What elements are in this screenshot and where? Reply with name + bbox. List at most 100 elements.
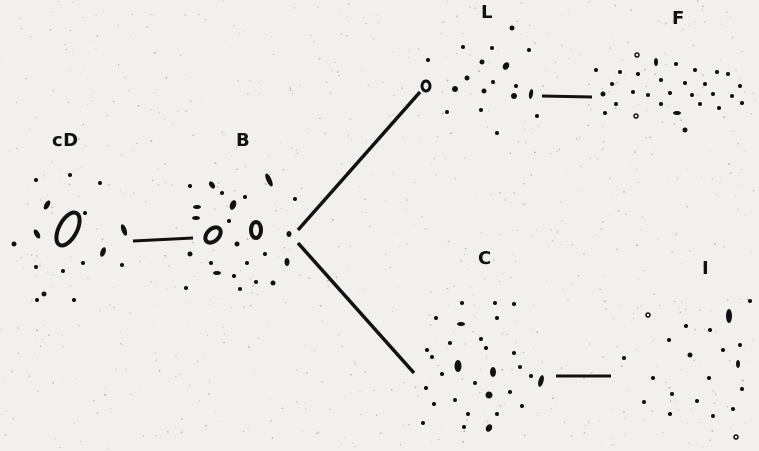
speckle-dot bbox=[506, 333, 509, 336]
speckle-dot bbox=[720, 17, 722, 19]
speckle-dot bbox=[179, 373, 181, 375]
speckle-dot bbox=[447, 1, 449, 3]
speckle-dot bbox=[421, 388, 423, 390]
speckle-dot bbox=[537, 411, 539, 413]
speckle-dot bbox=[701, 86, 704, 88]
speckle-dot bbox=[252, 239, 254, 241]
speckle-dot bbox=[25, 77, 27, 80]
galaxy bbox=[703, 82, 707, 86]
speckle-dot bbox=[212, 249, 214, 252]
speckle-dot bbox=[587, 368, 589, 370]
speckle-dot bbox=[561, 219, 563, 222]
speckle-dot bbox=[596, 158, 598, 160]
galaxy bbox=[34, 178, 38, 182]
speckle-dot bbox=[499, 18, 500, 20]
speckle-dot bbox=[363, 290, 365, 292]
speckle-dot bbox=[686, 168, 688, 170]
speckle-dot bbox=[460, 259, 462, 262]
speckle-dot bbox=[735, 69, 737, 71]
speckle-dot bbox=[578, 136, 581, 139]
speckle-dot bbox=[614, 4, 616, 7]
speckle-dot bbox=[697, 94, 699, 96]
speckle-dot bbox=[43, 324, 45, 326]
speckle-dot bbox=[546, 279, 548, 281]
speckle-dot bbox=[290, 147, 293, 149]
speckle-dot bbox=[575, 252, 577, 254]
speckle-dot bbox=[643, 420, 645, 422]
galaxy bbox=[683, 81, 687, 85]
i-group bbox=[622, 299, 752, 440]
speckle-dot bbox=[630, 9, 633, 12]
speckle-dot bbox=[263, 183, 266, 185]
speckle-dot bbox=[480, 272, 482, 274]
speckle-dot bbox=[645, 242, 647, 243]
speckle-dot bbox=[589, 157, 591, 159]
speckle-dot bbox=[137, 292, 138, 293]
speckle-dot bbox=[752, 92, 754, 94]
speckle-dot bbox=[701, 9, 704, 12]
speckle-dot bbox=[109, 304, 111, 306]
speckle-dot bbox=[739, 215, 741, 217]
speckle-dot bbox=[632, 318, 635, 320]
speckle-dot bbox=[22, 268, 24, 270]
galaxy bbox=[466, 412, 470, 416]
speckle-dot bbox=[499, 404, 502, 407]
galaxy bbox=[642, 400, 646, 404]
speckle-dot bbox=[428, 314, 431, 316]
speckle-dot bbox=[627, 389, 629, 391]
speckle-dot bbox=[419, 140, 420, 142]
speckle-dot bbox=[310, 35, 312, 37]
speckle-dot bbox=[729, 17, 731, 19]
speckle-dot bbox=[358, 186, 360, 188]
speckle-dot bbox=[741, 379, 742, 381]
speckle-dot bbox=[300, 187, 303, 190]
speckle-dot bbox=[715, 331, 717, 333]
speckle-dot bbox=[39, 199, 42, 201]
speckle-dot bbox=[208, 303, 210, 305]
speckle-dot bbox=[86, 77, 88, 79]
speckle-dot bbox=[659, 304, 661, 307]
galaxy bbox=[192, 216, 200, 220]
speckle-dot bbox=[610, 408, 612, 410]
speckle-dot bbox=[0, 329, 2, 331]
galaxy bbox=[254, 280, 258, 284]
speckle-dot bbox=[95, 15, 97, 17]
speckle-dot bbox=[668, 386, 671, 389]
galaxy bbox=[670, 392, 674, 396]
speckle-dot bbox=[573, 369, 574, 371]
speckle-dot bbox=[681, 301, 683, 303]
speckle-dot bbox=[96, 412, 99, 414]
speckle-dot bbox=[136, 98, 138, 100]
speckle-dot bbox=[640, 228, 643, 231]
speckle-dot bbox=[65, 48, 68, 51]
speckle-dot bbox=[265, 183, 268, 185]
speckle-dot bbox=[242, 430, 244, 432]
speckle-dot bbox=[505, 99, 506, 101]
speckle-dot bbox=[177, 111, 179, 113]
speckle-dot bbox=[498, 110, 500, 112]
speckle-dot bbox=[62, 45, 64, 47]
speckle-dot bbox=[121, 343, 124, 346]
speckle-dot bbox=[146, 4, 148, 5]
speckle-dot bbox=[318, 38, 320, 40]
speckle-dot bbox=[150, 140, 153, 142]
speckle-dot bbox=[75, 377, 77, 379]
speckle-dot bbox=[623, 190, 625, 193]
speckle-dot bbox=[672, 303, 674, 305]
speckle-dot bbox=[542, 85, 544, 87]
speckle-dot bbox=[436, 135, 439, 138]
speckle-dot bbox=[602, 125, 604, 127]
speckle-dot bbox=[742, 379, 744, 382]
speckle-dot bbox=[316, 432, 318, 435]
speckle-dot bbox=[649, 136, 651, 139]
speckle-dot bbox=[367, 84, 369, 86]
galaxy bbox=[610, 82, 614, 86]
speckle-dot bbox=[243, 306, 246, 309]
speckle-dot bbox=[523, 128, 526, 130]
speckle-dot bbox=[47, 271, 48, 273]
galaxy bbox=[229, 200, 237, 210]
speckle-dot bbox=[448, 305, 450, 306]
speckle-dot bbox=[541, 361, 543, 363]
speckle-dot bbox=[155, 435, 158, 437]
speckle-dot bbox=[67, 185, 69, 187]
